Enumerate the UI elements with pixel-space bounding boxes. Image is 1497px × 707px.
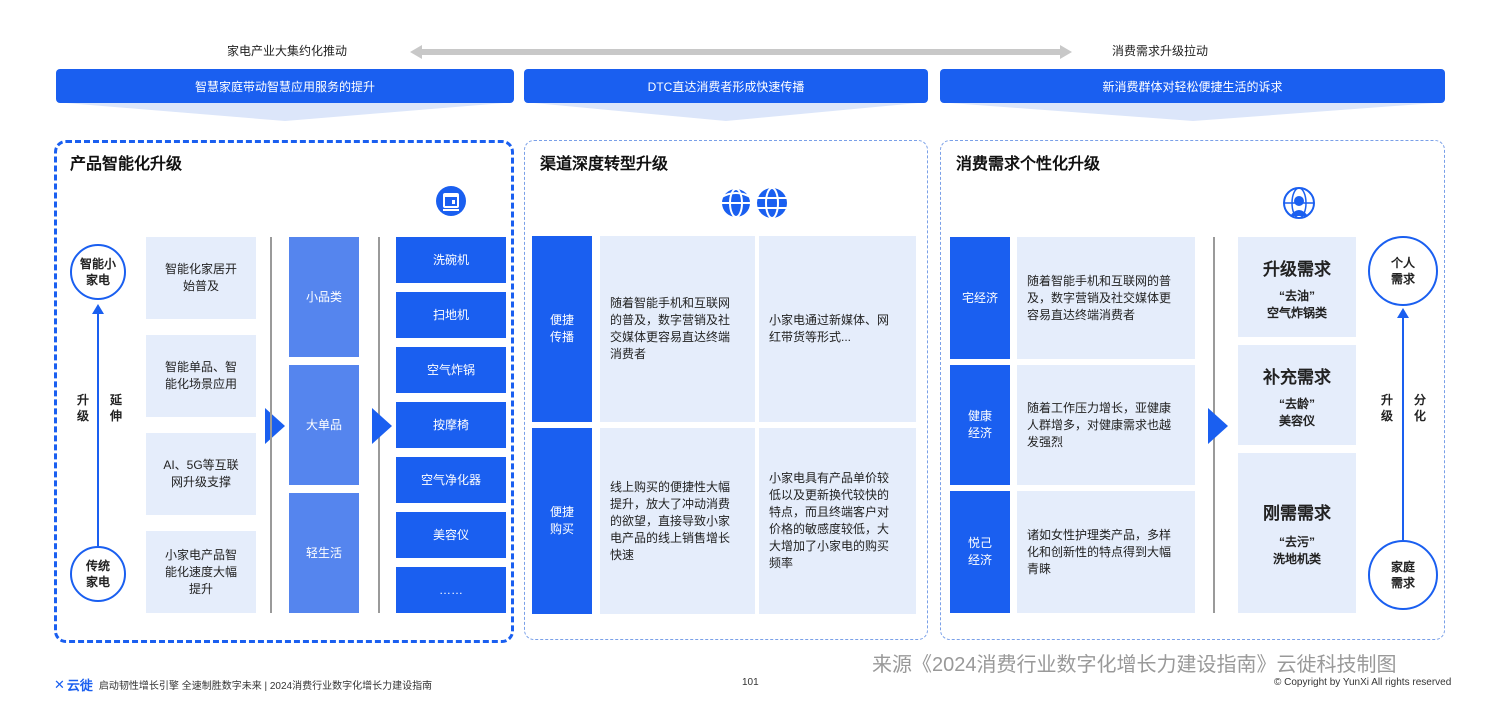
circle-smart-appliance: 智能小 家电 (70, 244, 126, 300)
need-box-essential: 刚需需求 “去污” 洗地机类 (1238, 453, 1356, 613)
need-sub: “去油” 空气炸锅类 (1266, 289, 1327, 320)
category-big-item: 大单品 (289, 365, 359, 485)
channel-label-spread: 便捷 传播 (532, 236, 592, 422)
footer-brand: ✕ 云徙 启动韧性增长引擎 全速制胜数字未来 | 2024消费行业数字化增长力建… (54, 675, 432, 694)
panel-channel-upgrade (524, 140, 928, 640)
need-title: 补充需求 (1263, 368, 1331, 387)
economy-label: 健康 经济 (950, 365, 1010, 485)
reason-box: AI、5G等互联 网升级支撑 (146, 433, 256, 515)
channel-text: 小家电具有产品单价较 低以及更新换代较快的 特点，而且终端客户对 价格的敏感度较… (759, 428, 916, 614)
economy-text: 随着智能手机和互联网的普 及，数字营销及社交媒体更 容易直达终端消费者 (1017, 237, 1195, 359)
arrow-right-icon (1208, 408, 1228, 444)
label-extend: 延 伸 (110, 393, 123, 423)
top-right-label: 消费需求升级拉动 (1112, 44, 1209, 58)
label-upgrade: 升 级 (1381, 393, 1394, 423)
globe-icon (719, 187, 787, 219)
banner-funnel-shapes (66, 103, 1435, 121)
product-item: 按摩椅 (396, 402, 506, 448)
label-diverge: 分 化 (1414, 393, 1427, 423)
user-globe-icon (1283, 187, 1315, 219)
demand-line (1402, 318, 1404, 540)
need-box-supplement: 补充需求 “去龄” 美容仪 (1238, 345, 1356, 445)
need-sub: “去龄” 美容仪 (1278, 397, 1315, 428)
footer-tagline: 启动韧性增长引擎 全速制胜数字未来 | 2024消费行业数字化增长力建设指南 (98, 681, 433, 692)
source-caption: 来源《2024消费行业数字化增长力建设指南》云徙科技制图 (872, 654, 1397, 676)
reason-box: 智能化家居开 始普及 (146, 237, 256, 319)
economy-label: 宅经济 (950, 237, 1010, 359)
circle-personal-need: 个人 需求 (1368, 236, 1438, 306)
product-item: 美容仪 (396, 512, 506, 558)
need-title: 刚需需求 (1263, 504, 1331, 523)
product-item: 洗碗机 (396, 237, 506, 283)
need-title: 升级需求 (1263, 260, 1331, 279)
label-upgrade: 升 级 (77, 393, 90, 423)
product-item: 扫地机 (396, 292, 506, 338)
arrow-right-icon (372, 408, 392, 444)
economy-text: 诸如女性护理类产品，多样 化和创新性的特点得到大幅 青睐 (1017, 491, 1195, 613)
panel-demand-upgrade (940, 140, 1445, 640)
copyright: © Copyright by YunXi All rights reserved (1274, 677, 1452, 688)
category-small: 小品类 (289, 237, 359, 357)
banner-new-consumer: 新消费群体对轻松便捷生活的诉求 (940, 69, 1445, 103)
channel-text: 线上购买的便捷性大幅 提升，放大了冲动消费 的欲望，直接导致小家 电产品的线上销… (600, 428, 755, 614)
divider (270, 237, 272, 613)
reason-box: 智能单品、智 能化场景应用 (146, 335, 256, 417)
logo-text: 云徙 (66, 678, 93, 693)
circle-family-need: 家庭 需求 (1368, 540, 1438, 610)
economy-label: 悦己 经济 (950, 491, 1010, 613)
arrow-up-icon (1397, 308, 1409, 318)
panel3-title: 消费需求个性化升级 (956, 156, 1101, 173)
category-light-life: 轻生活 (289, 493, 359, 613)
page-number: 101 (742, 677, 759, 688)
channel-text: 小家电通过新媒体、网 红带货等形式... (759, 236, 916, 422)
product-item: …… (396, 567, 506, 613)
economy-text: 随着工作压力增长，亚健康 人群增多，对健康需求也越 发强烈 (1017, 365, 1195, 485)
panel1-title: 产品智能化升级 (70, 156, 183, 173)
circle-traditional-appliance: 传统 家电 (70, 546, 126, 602)
product-item: 空气净化器 (396, 457, 506, 503)
top-left-label: 家电产业大集约化推动 (227, 44, 348, 58)
reason-box: 小家电产品智 能化速度大幅 提升 (146, 531, 256, 613)
panel-product-upgrade (54, 140, 514, 643)
double-arrow-icon (410, 45, 1072, 59)
arrow-up-icon (92, 304, 104, 314)
appliance-icon (436, 186, 466, 216)
channel-text: 随着智能手机和互联网 的普及，数字营销及社 交媒体更容易直达终端 消费者 (600, 236, 755, 422)
banner-smart-home: 智慧家庭带动智慧应用服务的提升 (56, 69, 514, 103)
need-sub: “去污” 洗地机类 (1272, 535, 1321, 566)
banner-dtc: DTC直达消费者形成快速传播 (524, 69, 928, 103)
yunxi-logo-icon: ✕ (54, 676, 65, 692)
panel2-title: 渠道深度转型升级 (540, 156, 669, 173)
need-box-upgrade: 升级需求 “去油” 空气炸锅类 (1238, 237, 1356, 337)
channel-label-buy: 便捷 购买 (532, 428, 592, 614)
product-item: 空气炸锅 (396, 347, 506, 393)
upgrade-line (97, 314, 99, 546)
